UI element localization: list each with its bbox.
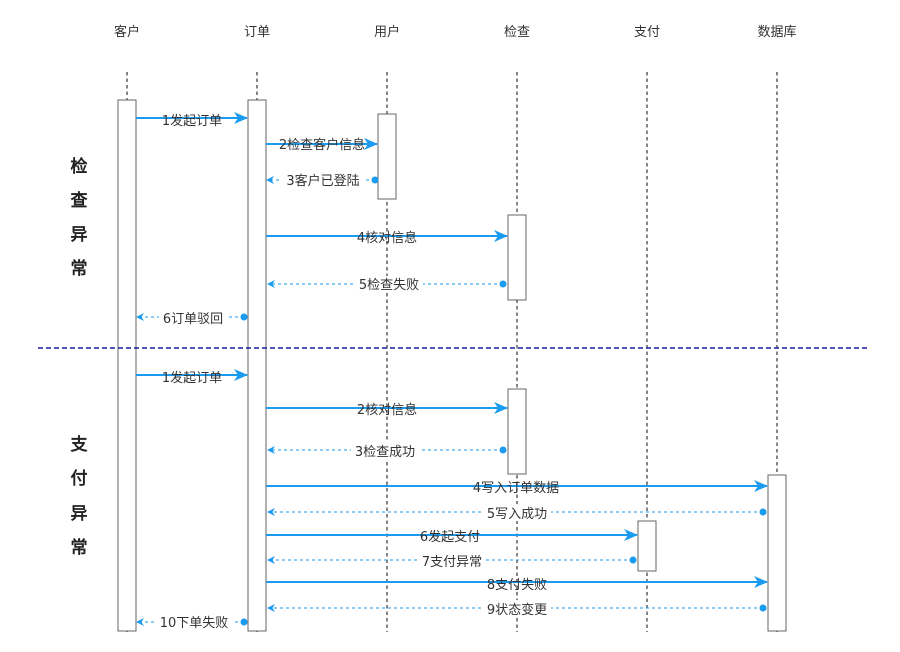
message-label: 6发起支付 [420, 529, 480, 545]
message-payment-10: 10下单失败 [136, 614, 248, 631]
participant-label-check: 检查 [504, 25, 530, 40]
participant-label-payment: 支付 [634, 25, 660, 40]
section-label-payment-char-3: 异 [71, 504, 88, 524]
message-check-6: 6订单驳回 [136, 310, 248, 327]
participant-label-order: 订单 [244, 25, 270, 40]
section-label-check-char-1: 检 [71, 156, 88, 177]
section-label-check-char-2: 查 [70, 190, 89, 211]
activation-database [767, 474, 787, 632]
message-label: 5写入成功 [487, 507, 547, 522]
message-payment-9: 9状态变更 [267, 600, 767, 618]
activation-check-2 [507, 388, 527, 475]
message-check-3: 3客户已登陆 [266, 172, 379, 189]
activation-order [247, 99, 267, 632]
message-label: 8支付失败 [487, 578, 547, 593]
activation-payment [637, 520, 657, 572]
message-label: 6订单驳回 [163, 312, 223, 327]
message-payment-6: 6发起支付 [266, 529, 638, 545]
message-label: 2检查客户信息 [279, 137, 365, 153]
message-label: 1发起订单 [162, 370, 222, 386]
message-label: 4写入订单数据 [473, 481, 559, 496]
message-payment-8: 8支付失败 [266, 576, 768, 593]
message-check-2: 2检查客户信息 [266, 137, 378, 153]
participant-label-customer: 客户 [114, 24, 140, 40]
message-label: 10下单失败 [160, 616, 229, 631]
section-label-check-char-4: 常 [71, 258, 88, 279]
message-label: 3客户已登陆 [286, 173, 359, 189]
message-payment-5: 5写入成功 [267, 504, 767, 522]
section-label-check-char-3: 异 [71, 225, 88, 245]
message-payment-2: 2核对信息 [266, 402, 508, 418]
message-payment-1: 1发起订单 [136, 369, 248, 386]
message-payment-3: 3检查成功 [267, 442, 507, 460]
message-label: 5检查失败 [359, 278, 419, 293]
message-label: 4核对信息 [357, 230, 417, 246]
section-label-payment-char-4: 常 [71, 537, 88, 558]
activation-customer [117, 99, 137, 632]
activation-check-1 [507, 214, 527, 301]
participant-label-database: 数据库 [757, 24, 796, 40]
section-label-payment-char-1: 支 [71, 434, 89, 455]
message-label: 3检查成功 [355, 445, 415, 460]
message-payment-4: 4写入订单数据 [266, 480, 768, 496]
message-label: 1发起订单 [162, 113, 222, 129]
participant-label-user: 用户 [374, 24, 400, 40]
message-check-5: 5检查失败 [267, 276, 507, 293]
message-label: 7支付异常 [422, 555, 482, 570]
message-label: 2核对信息 [357, 402, 417, 418]
message-label: 9状态变更 [487, 602, 547, 618]
message-check-4: 4核对信息 [266, 230, 508, 246]
message-check-1: 1发起订单 [136, 112, 248, 129]
message-payment-7: 7支付异常 [267, 552, 637, 570]
activation-user [377, 113, 397, 200]
section-label-payment-char-2: 付 [71, 468, 88, 489]
